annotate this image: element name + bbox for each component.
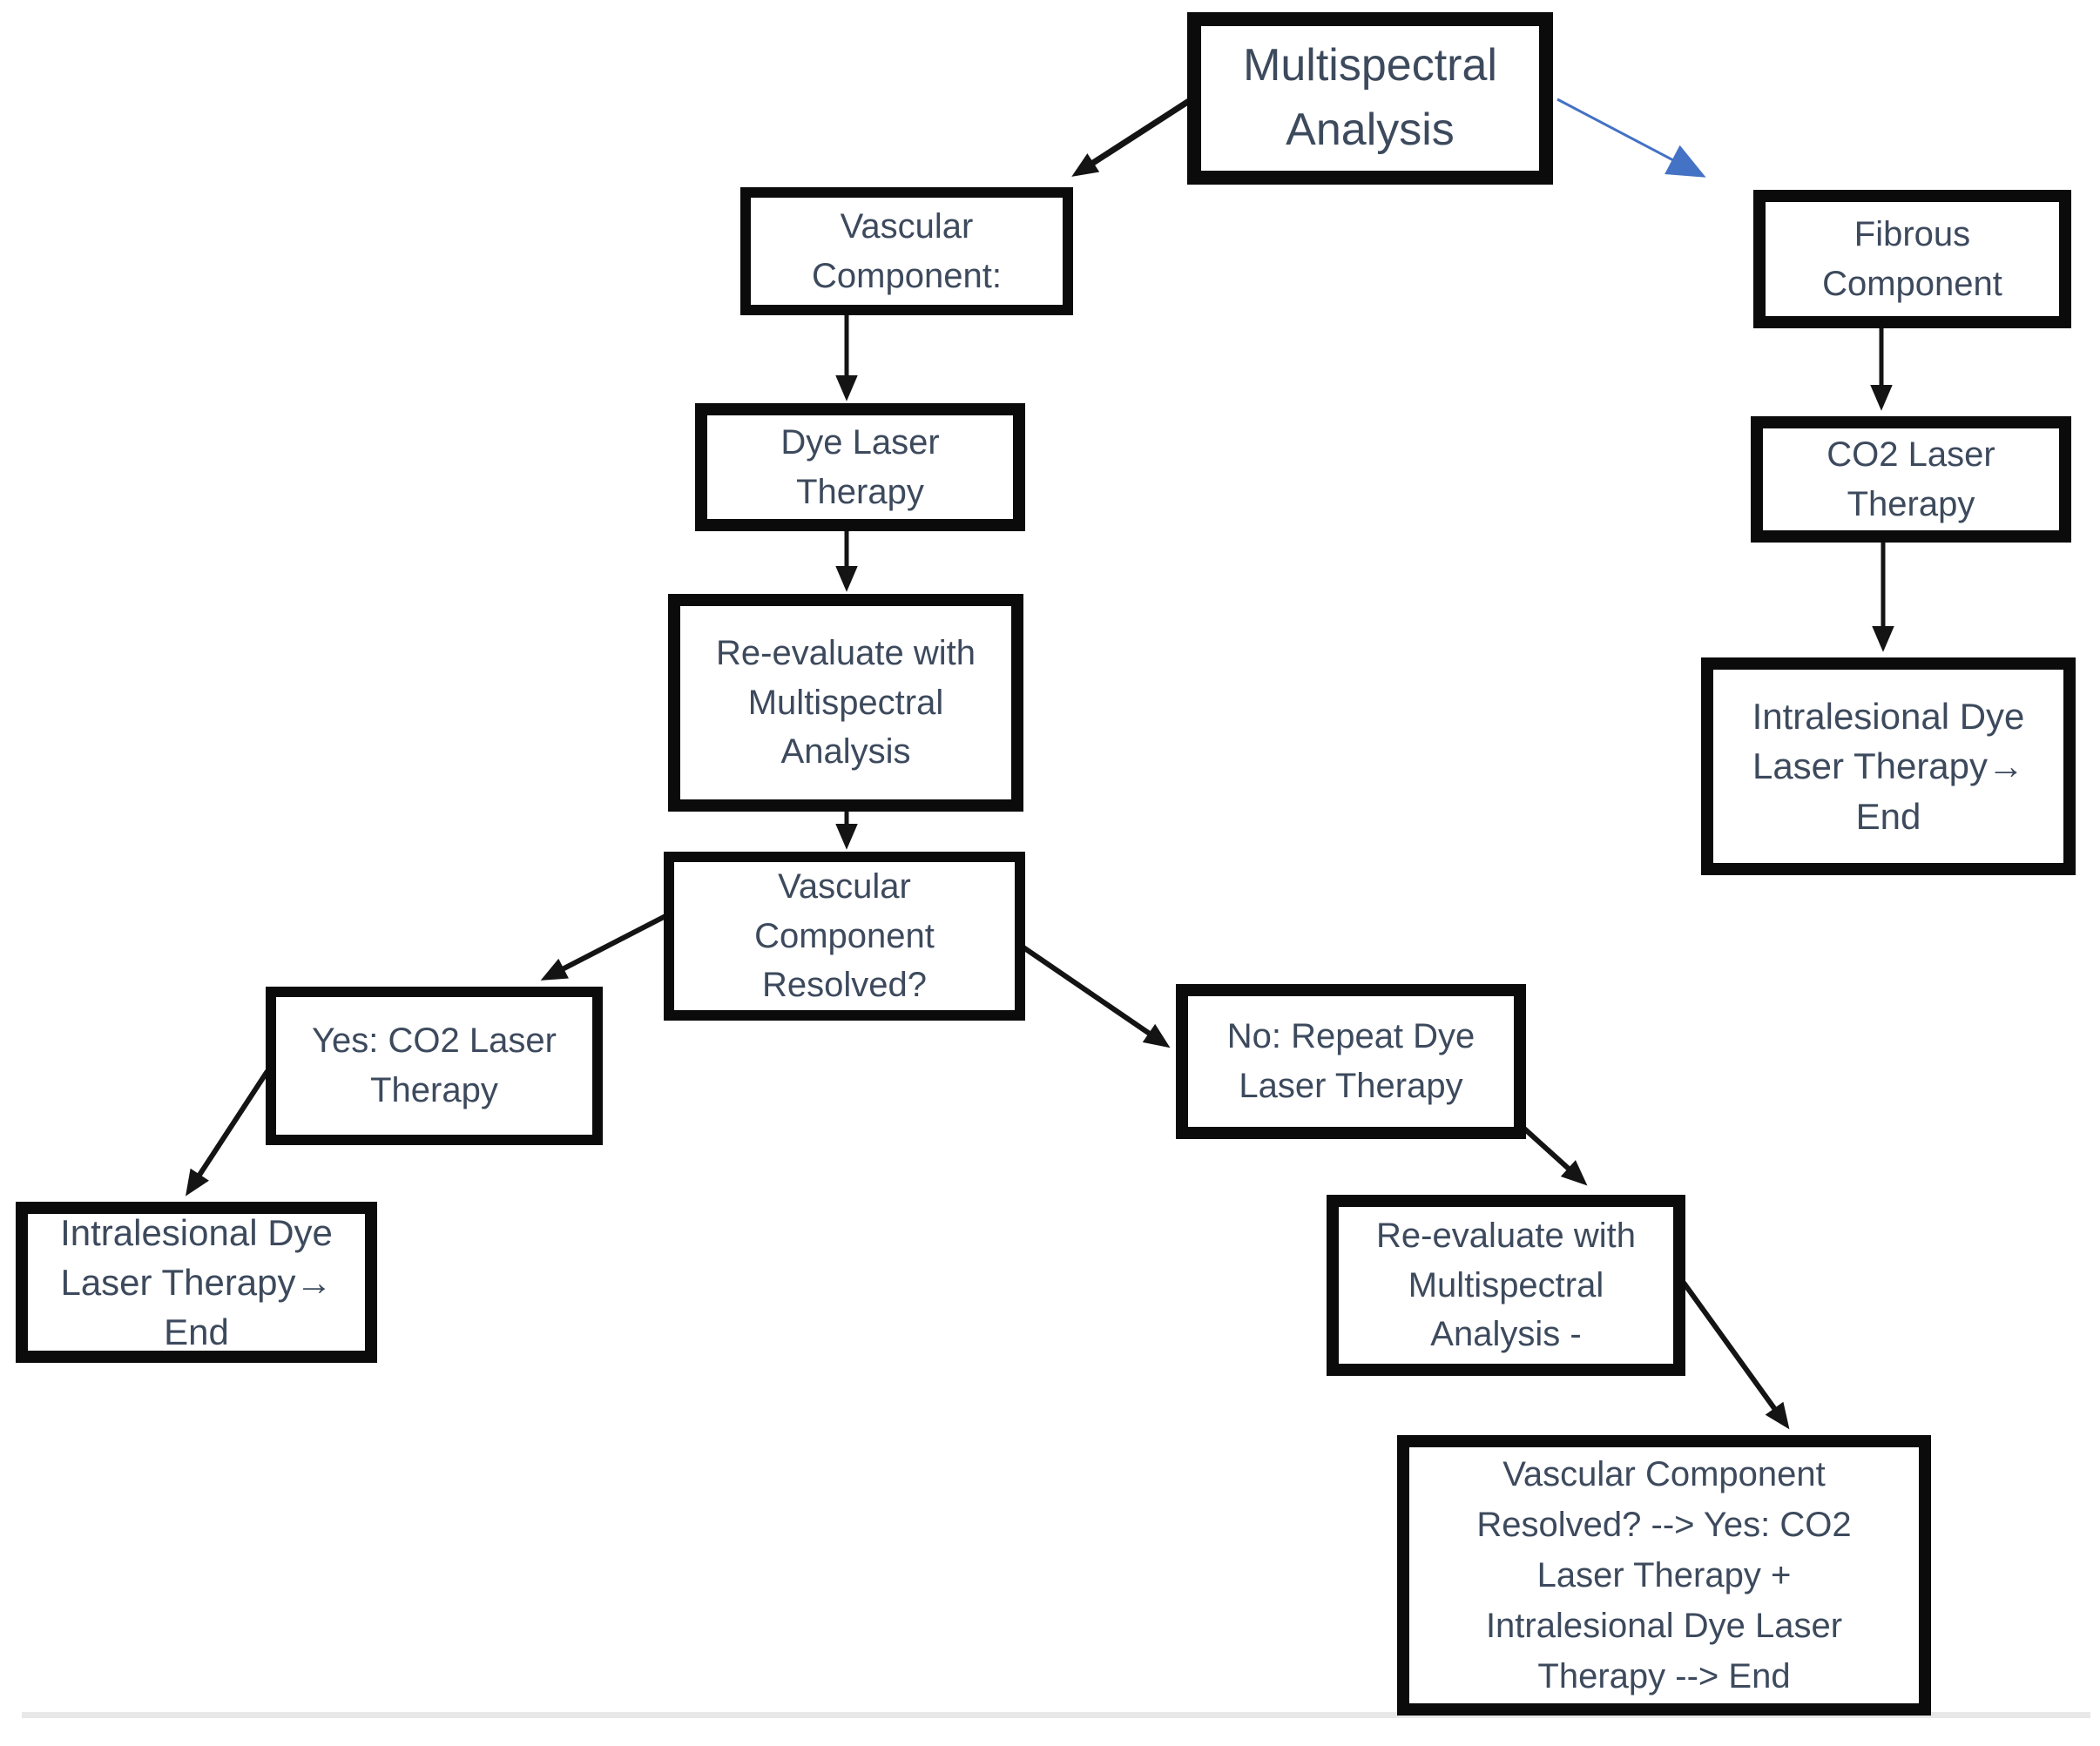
arrow-no-to-reevaluate2	[1522, 1126, 1588, 1186]
node-label: Vascular Component Resolved?	[754, 866, 935, 1005]
node-label: CO2 Laser Therapy	[1827, 435, 1995, 523]
node-vascular-component: Vascular Component:	[740, 187, 1073, 315]
node-re-evaluate-2: Re-evaluate with Multispectral Analysis …	[1327, 1195, 1685, 1376]
arrow-resolved-to-no	[1022, 945, 1171, 1048]
node-label: Re-evaluate with Multispectral Analysis …	[1376, 1216, 1636, 1354]
node-re-evaluate-1: Re-evaluate with Multispectral Analysis	[668, 594, 1023, 812]
node-label: Multispectral Analysis	[1243, 40, 1497, 155]
node-label: Intralesional Dye Laser Therapy→ End	[60, 1211, 333, 1353]
node-label: Vascular Component Resolved? --> Yes: CO…	[1476, 1455, 1852, 1695]
node-label: Fibrous Component	[1822, 214, 2002, 303]
node-vascular-resolved-2: Vascular Component Resolved? --> Yes: CO…	[1397, 1435, 1931, 1716]
arrow-resolved-to-yes	[540, 913, 667, 981]
node-intralesional-left: Intralesional Dye Laser Therapy→ End	[16, 1202, 377, 1363]
node-label: Yes: CO2 Laser Therapy	[312, 1021, 557, 1109]
node-label: No: Repeat Dye Laser Therapy	[1226, 1017, 1475, 1105]
node-label: Vascular Component:	[812, 206, 1002, 295]
node-co2-laser-therapy: CO2 Laser Therapy	[1751, 416, 2071, 543]
arrow-yes-to-intralesional	[186, 1069, 270, 1197]
arrow-reevaluate2-to-resolved2	[1681, 1281, 1790, 1430]
node-multispectral-analysis: Multispectral Analysis	[1187, 12, 1553, 185]
node-fibrous-component: Fibrous Component	[1753, 190, 2071, 328]
node-label: Intralesional Dye Laser Therapy→ End	[1752, 696, 2025, 837]
node-label: Dye Laser Therapy	[780, 422, 940, 511]
node-dye-laser-therapy: Dye Laser Therapy	[695, 403, 1025, 531]
node-intralesional-right: Intralesional Dye Laser Therapy→ End	[1701, 657, 2076, 875]
arrow-analysis-to-vascular	[1071, 98, 1191, 177]
node-label: Re-evaluate with Multispectral Analysis	[716, 633, 976, 772]
node-vascular-resolved: Vascular Component Resolved?	[664, 852, 1025, 1021]
node-no-repeat-dye: No: Repeat Dye Laser Therapy	[1176, 984, 1526, 1139]
node-yes-co2-laser: Yes: CO2 Laser Therapy	[266, 987, 603, 1145]
page-edge-divider	[22, 1712, 2090, 1718]
arrow-analysis-to-fibrous	[1556, 98, 1706, 178]
